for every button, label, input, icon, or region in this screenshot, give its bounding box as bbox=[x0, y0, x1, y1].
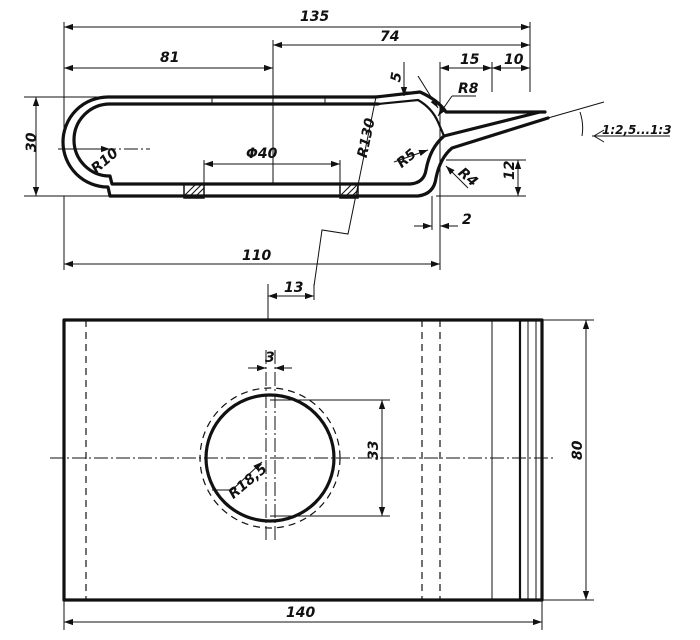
plan-view bbox=[50, 318, 554, 602]
section-view bbox=[58, 90, 550, 199]
dim-135: 135 bbox=[300, 9, 329, 25]
dim-15: 15 bbox=[460, 52, 480, 68]
hole-hidden-circle bbox=[199, 387, 341, 529]
dim-5: 5 bbox=[388, 71, 405, 84]
dim-80: 80 bbox=[570, 440, 586, 460]
plate-outline bbox=[62, 318, 544, 602]
dim-slope: 1:2,5...1:3 bbox=[602, 123, 672, 137]
oval-hole bbox=[204, 393, 336, 523]
dim-r8: R8 bbox=[458, 81, 479, 97]
dim-r5: R5 bbox=[394, 146, 420, 172]
section-dimensions: 135 74 81 15 10 5 R8 30 R10 Φ40 bbox=[24, 9, 672, 320]
dim-30: 30 bbox=[24, 132, 40, 152]
hatched-section-left bbox=[183, 183, 205, 199]
dim-2: 2 bbox=[462, 212, 472, 228]
inner-contour bbox=[72, 102, 542, 186]
dim-r18-5: R18,5 bbox=[226, 461, 271, 503]
dim-13: 13 bbox=[284, 280, 303, 296]
dim-r130: R130 bbox=[355, 116, 379, 159]
dim-33: 33 bbox=[366, 441, 382, 460]
hatched-section-right bbox=[339, 183, 359, 199]
dim-12: 12 bbox=[502, 161, 518, 180]
plan-dimensions: 3 R18,5 33 80 140 bbox=[63, 319, 594, 630]
dim-140: 140 bbox=[286, 605, 315, 621]
dim-r4: R4 bbox=[455, 165, 481, 190]
dim-81: 81 bbox=[160, 50, 179, 66]
dim-110: 110 bbox=[242, 248, 271, 264]
dim-phi40: Φ40 bbox=[246, 146, 278, 162]
inner-contour-upper bbox=[376, 98, 446, 138]
dim-10: 10 bbox=[504, 52, 524, 68]
dim-3: 3 bbox=[265, 350, 275, 366]
outer-contour bbox=[61, 95, 550, 198]
dim-74: 74 bbox=[380, 29, 399, 45]
dim-r10: R10 bbox=[88, 145, 122, 177]
